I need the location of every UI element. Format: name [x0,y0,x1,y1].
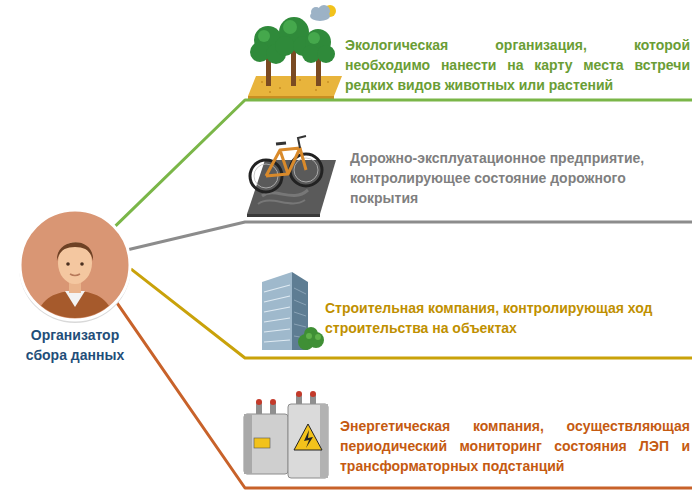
transformer-icon-part [256,399,262,405]
transformer-icon-part [304,430,313,448]
transformer-icon-part [244,391,328,478]
building-icon-part [294,288,306,294]
trees-icon-part [283,20,297,34]
recipient-text: Энергетическая компания, осуществляющая … [340,416,690,476]
trees-icon-part [258,30,270,42]
transformer-icon-part [256,391,316,405]
bicycle-icon-part [298,136,306,148]
building-icon-part [298,327,324,350]
transformer-icon-part [294,424,322,450]
transformer-icon-part [244,414,252,474]
transformer-icon-part [256,394,316,414]
transformer-icon-part [254,438,270,448]
person-collar [65,291,85,307]
trees-icon-part [250,17,335,64]
branch-line [129,222,692,250]
transformer-icon-part [270,399,276,405]
trees-icon-part [327,81,329,83]
bicycle-icon-part [276,143,286,144]
trees-icon-part [318,5,330,17]
recipient-text: Дорожно-эксплуатационное предприятие, ко… [350,148,650,208]
recipient-text: Экологическая организация, которой необх… [345,35,690,95]
building-icon-part [264,285,290,342]
building-icon-part [264,285,290,292]
trees-icon-part [317,45,335,63]
transformer-icon-part [288,404,328,478]
person-circle-bg [20,210,130,320]
trees-icon-part [279,87,281,89]
trees-icon-part [299,79,301,81]
organizer-node: Организатор сбора данных [15,207,135,365]
trees-icon-part [275,36,295,56]
branch-line [131,269,692,358]
building-icon-part [264,307,290,312]
bicycle-icon-part [266,148,306,176]
building-icon-part [294,300,306,305]
trees-icon-part [308,32,320,44]
building-icon [262,272,324,350]
building-icon-part [264,296,290,302]
building-icon-part [306,333,321,340]
trees-icon-part [258,20,320,44]
person-circle [15,207,135,325]
building-icon-part [264,340,290,342]
building-icon-part [315,334,321,340]
branch-line [115,100,692,226]
building-icon-part [294,312,306,316]
person-eye [66,262,70,266]
transformer-icon-part [320,404,328,478]
person-shirt [35,291,115,325]
recipient-node: Энергетическая компания, осуществляющая … [245,416,692,488]
recipient-text: Строительная компания, контролирующая хо… [325,298,670,338]
trees-icon-part [261,81,263,83]
building-icon-part [306,333,312,339]
bicycle-icon-part [258,200,305,204]
person-mouth [70,274,80,276]
organizer-label: Организатор сбора данных [15,325,135,365]
transformer-icon [244,391,328,478]
building-icon-part [262,272,292,350]
transformer-icon-part [310,391,316,397]
person-hair [57,242,93,261]
trees-icon [248,5,342,99]
trees-icon-part [310,5,330,21]
recipient-node: Строительная компания, контролирующая хо… [245,298,692,358]
bicycle-icon-part [247,214,320,217]
recipient-node: Экологическая организация, которой необх… [245,35,692,100]
building-icon-part [294,324,306,327]
person-eye [80,262,84,266]
bicycle-icon [247,136,336,217]
transformer-icon-part [244,414,288,474]
building-icon-part [294,288,306,338]
recipient-node: Дорожно-эксплуатационное предприятие, ко… [245,148,692,222]
person-figure [35,242,115,325]
trees-icon-part [315,89,317,91]
building-icon-part [264,329,290,332]
building-icon-part [264,318,290,322]
trees-icon-part [269,91,271,93]
person-shadow [19,211,131,323]
transformer-icon-part [296,391,302,397]
